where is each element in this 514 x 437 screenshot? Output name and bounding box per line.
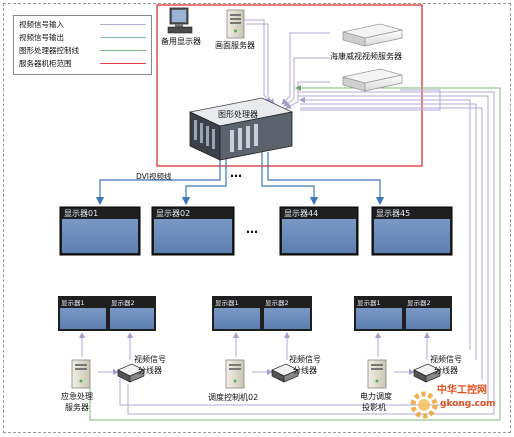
big-display-44-label: 显示器44 [284, 209, 319, 218]
legend-line-video-in [100, 24, 146, 25]
splitter-2-label-line2: 分线器 [293, 366, 317, 375]
dvi-cable-label: DVI视频线 [136, 172, 172, 181]
power-dispatch-label-line1: 电力调度 [360, 392, 392, 401]
dispatch-control-02-label: 调度控制机02 [208, 393, 259, 402]
legend-label-control-line: 图形处理器控制线 [19, 46, 79, 55]
hikvision-server-icon [342, 23, 403, 92]
legend-box: 视频信号输入 视频信号输出 图形处理器控制线 服务器机柜范围 [13, 15, 152, 75]
big-display-02-label: 显示器02 [156, 209, 191, 218]
console-1-monitor-1-label: 显示器1 [61, 299, 85, 307]
splitter-2-label-line1: 视频信号 [289, 355, 321, 364]
ellipsis-middle: … [246, 222, 258, 236]
emergency-server-label-line2: 服务器 [65, 403, 89, 412]
video-input-lines [119, 19, 495, 415]
ellipsis-top: … [230, 166, 242, 180]
big-display-01-label: 显示器01 [64, 209, 99, 218]
console-3-monitor-1-label: 显示器1 [357, 299, 381, 307]
splitter-icon-1 [117, 363, 145, 383]
dispatch-control-02-icon [225, 359, 245, 389]
big-display-45-label: 显示器45 [376, 209, 411, 218]
console-1-monitor-2-label: 显示器2 [111, 299, 135, 307]
power-dispatch-label-line2: 投影机 [362, 403, 386, 412]
dvi-output-lines [95, 152, 385, 206]
console-2-monitor-2-label: 显示器2 [265, 299, 289, 307]
watermark-url: gkong.com [440, 399, 496, 409]
legend-label-video-out: 视频信号输出 [19, 33, 64, 42]
console-monitors-group-1 [58, 296, 156, 331]
big-display-01 [59, 206, 141, 256]
splitter-3-label-line2: 分线器 [434, 366, 458, 375]
graphics-processor-label: 图形处理器 [218, 110, 258, 119]
emergency-server-label-line1: 应急处理 [61, 392, 93, 401]
big-display-44 [279, 206, 359, 256]
watermark-text: 中华工控网 [437, 385, 487, 396]
power-dispatch-projector-icon [367, 359, 387, 389]
legend-line-cabinet [100, 63, 146, 64]
diagram-border [3, 3, 511, 433]
hikvision-server-label: 海康威视视频服务器 [330, 52, 402, 61]
emergency-server-icon [71, 359, 91, 389]
screen-server-label: 画面服务器 [215, 41, 255, 50]
splitter-3-label-line1: 视频信号 [430, 355, 462, 364]
console-monitors-group-3 [354, 296, 452, 331]
legend-line-control [100, 50, 146, 51]
backup-display-icon [167, 7, 193, 34]
splitter-icon-2 [271, 363, 299, 383]
console-2-monitor-1-label: 显示器1 [215, 299, 239, 307]
splitter-1-label-line1: 视频信号 [134, 355, 166, 364]
graphics-processor-icon [188, 97, 294, 161]
legend-line-video-out [100, 37, 146, 38]
legend-label-video-in: 视频信号输入 [19, 20, 64, 29]
backup-display-label: 备用显示器 [161, 37, 201, 46]
console-monitors-group-2 [212, 296, 312, 331]
screen-server-icon [226, 9, 245, 39]
splitter-icon-3 [413, 363, 441, 383]
big-display-45 [371, 206, 453, 256]
server-cabinet-range [156, 4, 423, 167]
gkong-watermark-logo [410, 391, 438, 419]
splitter-1-label-line2: 分线器 [138, 366, 162, 375]
splitter-output-lines [79, 332, 430, 375]
console-3-monitor-2-label: 显示器2 [407, 299, 431, 307]
legend-label-cabinet: 服务器机柜范围 [19, 59, 72, 68]
big-display-02 [151, 206, 235, 256]
